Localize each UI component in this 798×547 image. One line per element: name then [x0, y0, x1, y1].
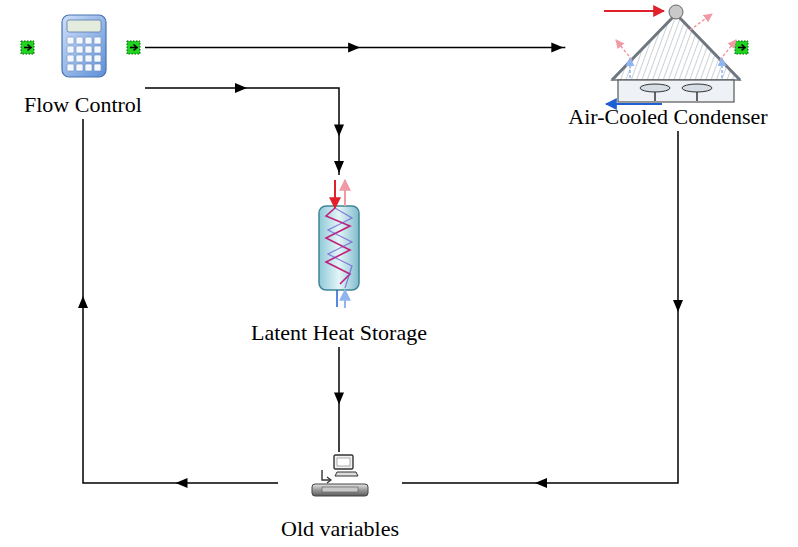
flow-connector [402, 131, 683, 488]
calculator-icon [62, 15, 106, 77]
flow-connector [334, 347, 344, 452]
arrow-head [334, 393, 344, 405]
arrow-head [348, 43, 360, 53]
arrow-head [334, 161, 344, 173]
arrow-head [235, 83, 247, 93]
port-square [735, 41, 748, 54]
arrow-head [551, 43, 563, 53]
port-square [127, 41, 140, 54]
storage-tank-icon [319, 180, 359, 308]
arrow-head [673, 300, 683, 312]
icon-slot [59, 12, 107, 92]
icon-slot [598, 4, 738, 104]
storage-block: Latent Heat Storage [248, 175, 430, 345]
flow-connector [78, 119, 278, 488]
calculator-block: Flow Control [21, 12, 145, 117]
arrow-head [535, 478, 547, 488]
port-square [21, 41, 34, 54]
block-label: Air-Cooled Condenser [565, 104, 770, 129]
arrow-head [176, 478, 188, 488]
block-label: Latent Heat Storage [248, 320, 430, 345]
arrow-head [78, 296, 88, 308]
condenser-block: Air-Cooled Condenser [565, 4, 770, 129]
condenser-icon [604, 5, 740, 104]
icon-slot [307, 452, 373, 516]
block-label: Old variables [278, 516, 402, 541]
icon-slot [314, 175, 364, 320]
flow-connector [145, 43, 565, 53]
computer-icon [312, 455, 368, 496]
flow-connector [145, 83, 344, 175]
arrow-head [334, 125, 344, 137]
block-label: Flow Control [21, 92, 145, 117]
buffer-block: Old variables [278, 452, 402, 541]
